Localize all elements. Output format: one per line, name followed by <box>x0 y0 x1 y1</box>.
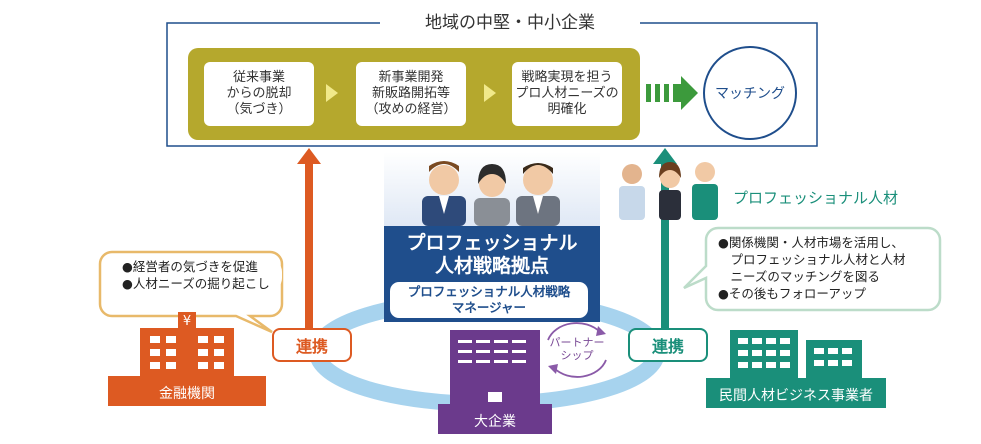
link-badge-left: 連携 <box>272 328 352 362</box>
matching-circle: マッチング <box>703 46 797 140</box>
large-company-building-icon <box>438 330 552 434</box>
frame-title: 地域の中堅・中小企業 <box>380 10 640 36</box>
pro-person-1 <box>619 164 645 220</box>
link-badge-right: 連携 <box>628 328 708 362</box>
step-box-3: 戦略実現を担う プロ人材ニーズの 明確化 <box>512 62 622 126</box>
hub-person-3 <box>516 163 560 226</box>
partnership-cycle-icon <box>547 322 607 378</box>
hub-person-1 <box>422 161 466 226</box>
hub-manager: プロフェッショナル人材戦略 マネージャー <box>390 282 588 318</box>
step-arrow-1 <box>326 84 338 102</box>
left-bubble-text: ●経営者の気づきを促進 ●人材ニーズの掘り起こし <box>122 258 282 292</box>
step-box-1: 従来事業 からの脱却 （気づき） <box>204 62 314 126</box>
private-business-label: 民間人材ビジネス事業者 <box>719 388 873 404</box>
teal-up-arrow <box>653 148 677 332</box>
svg-text:¥: ¥ <box>183 314 191 329</box>
step-box-2: 新事業開発 新販路開拓等 （攻めの経営） <box>356 62 466 126</box>
partnership-label: パートナー シップ <box>549 336 605 362</box>
hub-person-2 <box>474 164 510 226</box>
finance-label: 金融機関 <box>159 386 215 402</box>
to-matching-arrow <box>646 76 698 110</box>
private-business-building-icon <box>706 330 886 408</box>
right-bubble-text: ●関係機関・人材市場を活用し、 プロフェッショナル人材と人材 ニーズのマッチング… <box>718 234 938 302</box>
finance-building-icon: ¥ <box>108 312 266 406</box>
pro-person-2 <box>659 162 681 220</box>
professional-label: プロフェッショナル人材 <box>733 189 899 207</box>
orange-up-arrow <box>297 148 321 332</box>
large-company-label: 大企業 <box>474 414 516 430</box>
step-arrow-2 <box>484 84 496 102</box>
hub-title: プロフェッショナル 人材戦略拠点 <box>406 232 578 277</box>
pro-person-3 <box>692 162 718 220</box>
